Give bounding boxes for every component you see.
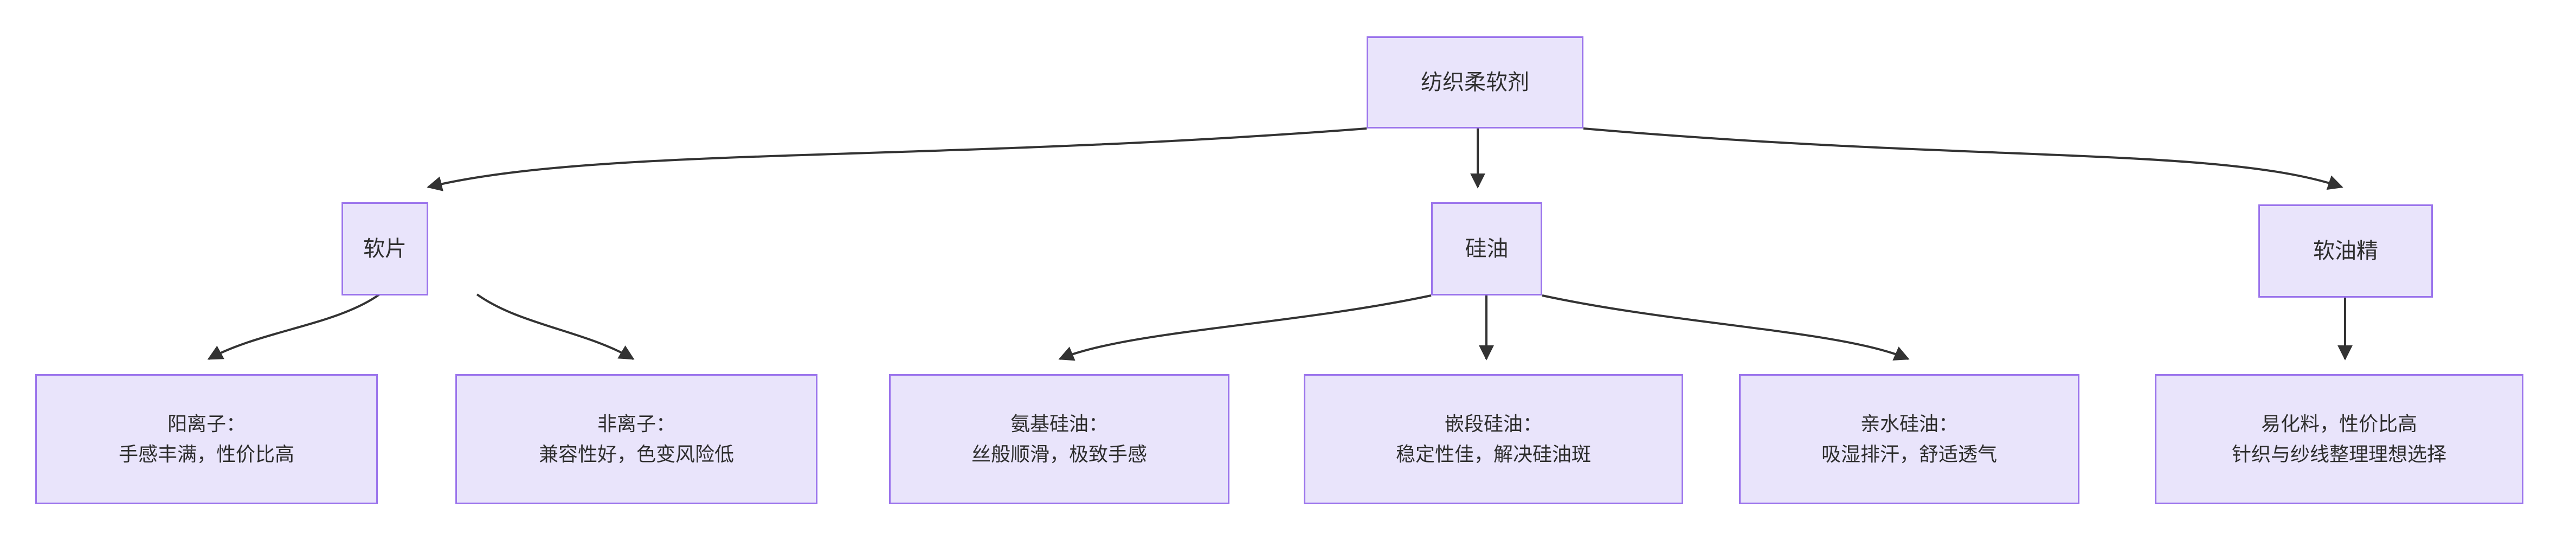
edge-guiyou-to-qinshui [1542, 294, 1910, 361]
edge-root-to-ruanyoujing [1583, 127, 2343, 190]
edge-ruanpian-to-feiliizi [476, 293, 635, 360]
node-guiyou[interactable]: 硅油 [1431, 202, 1542, 295]
node-yangliizi-line1: 阳离子： [167, 413, 246, 435]
node-yihualiao-line1: 易化料，性价比高 [2261, 413, 2417, 435]
node-ruanpian[interactable]: 软片 [342, 202, 428, 295]
node-qianduan-line1: 嵌段硅油： [1444, 413, 1542, 435]
node-anji[interactable]: 氨基硅油： 丝般顺滑，极致手感 [889, 374, 1229, 504]
node-guiyou-label: 硅油 [1465, 237, 1509, 261]
edge-root-to-ruanpian [427, 127, 1367, 191]
node-root[interactable]: 纺织柔软剂 [1367, 36, 1583, 128]
node-yihualiao-line2: 针织与纱线整理理想选择 [2231, 443, 2446, 465]
node-yihualiao[interactable]: 易化料，性价比高 针织与纱线整理理想选择 [2155, 374, 2523, 504]
node-ruanyoujing[interactable]: 软油精 [2258, 204, 2433, 298]
node-feiliizi[interactable]: 非离子： 兼容性好，色变风险低 [455, 374, 817, 504]
node-yangliizi-line2: 手感丰满，性价比高 [118, 443, 294, 465]
node-qianduan-line2: 稳定性佳，解决硅油斑 [1395, 443, 1591, 465]
node-feiliizi-line2: 兼容性好，色变风险低 [538, 443, 734, 465]
node-root-label: 纺织柔软剂 [1421, 70, 1529, 94]
edge-guiyou-to-anji [1058, 294, 1432, 361]
node-qinshui-line2: 吸湿排汗，舒适透气 [1821, 443, 1997, 465]
edge-ruanpian-to-yangliizi [207, 293, 381, 360]
node-anji-line2: 丝般顺滑，极致手感 [971, 443, 1147, 465]
node-ruanpian-label: 软片 [363, 237, 407, 261]
node-qinshui-line1: 亲水硅油： [1860, 413, 1958, 435]
node-ruanyoujing-label: 软油精 [2313, 239, 2378, 263]
node-feiliizi-line1: 非离子： [597, 413, 675, 435]
node-qinshui[interactable]: 亲水硅油： 吸湿排汗，舒适透气 [1739, 374, 2079, 504]
node-qianduan[interactable]: 嵌段硅油： 稳定性佳，解决硅油斑 [1304, 374, 1683, 504]
node-yangliizi[interactable]: 阳离子： 手感丰满，性价比高 [35, 374, 378, 504]
node-anji-line1: 氨基硅油： [1010, 413, 1108, 435]
